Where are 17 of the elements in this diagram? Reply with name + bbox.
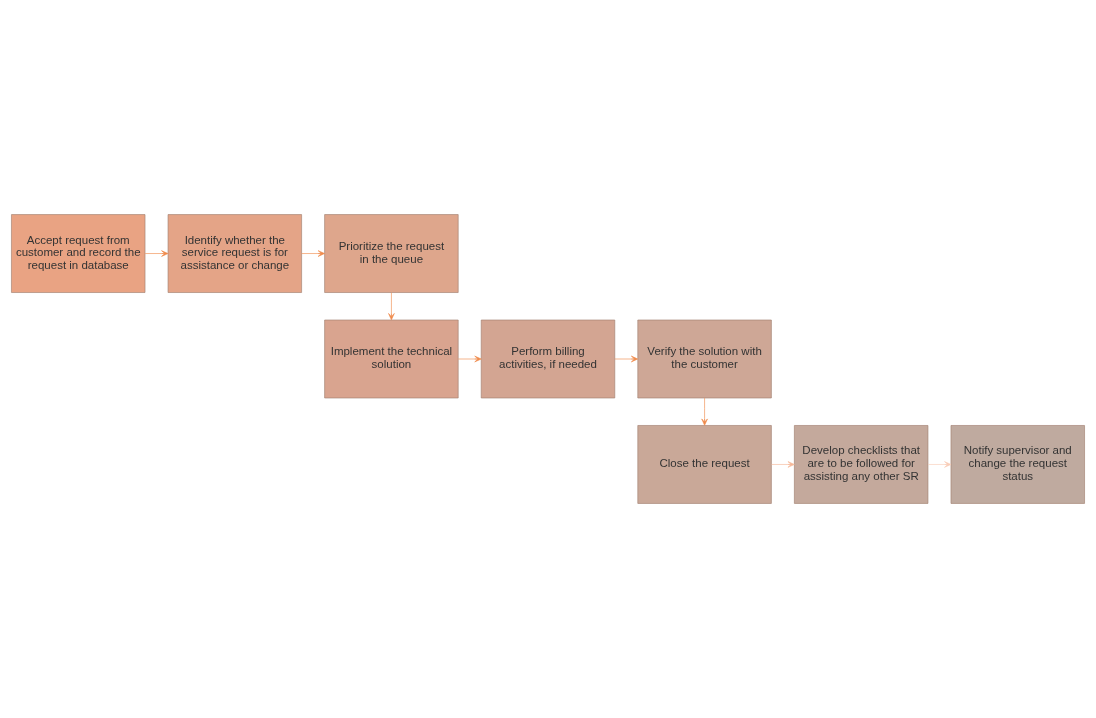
arrow (458, 355, 482, 363)
node-box: Notify supervisor and change the request status (950, 425, 1085, 504)
arrow (614, 355, 639, 363)
node-box: Identify whether the service request is for assistance or change (167, 214, 302, 293)
arrow (144, 250, 169, 257)
arrow (927, 461, 952, 468)
arrow (701, 397, 708, 426)
arrow (388, 292, 395, 321)
arrow (771, 461, 795, 468)
arrow (301, 250, 325, 257)
node-box: Verify the solution with the customer (637, 319, 772, 399)
node-box: Close the request (637, 425, 772, 504)
node-box: Accept request from customer and record the request in database (11, 214, 146, 293)
node-box: Prioritize the request in the queue (324, 214, 459, 293)
node-box: Perform billing activities, if needed (480, 319, 616, 399)
node-box: Implement the technical solution (324, 319, 459, 399)
node-box: Develop checklists that are to be followed for assisting any other SR (794, 425, 929, 504)
